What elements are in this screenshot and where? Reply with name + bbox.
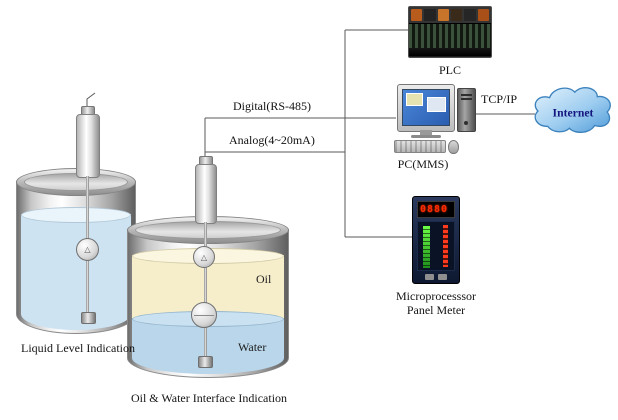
panel-meter-buttons <box>417 274 455 280</box>
digital-wire-label: Digital(RS-485) <box>233 99 311 113</box>
panel-meter-bargraph-area <box>417 221 455 271</box>
monitor-stand <box>420 130 432 135</box>
analog-wire-label: Analog(4~20mA) <box>229 133 315 147</box>
red-led-column <box>443 225 448 267</box>
interface-sensor-rod <box>204 222 207 358</box>
level-sensor-float: △ <box>76 238 99 261</box>
panel-meter-device: 0880 <box>412 196 460 284</box>
pc-mouse <box>448 140 459 154</box>
panel-meter-reading: 0880 <box>420 204 449 215</box>
liquid-layer <box>21 207 131 330</box>
cloud-shape <box>534 87 611 133</box>
internet-cloud: Internet <box>534 87 611 133</box>
tcpip-label: TCP/IP <box>481 92 518 106</box>
plc-base <box>409 48 491 56</box>
level-sensor-anchor <box>81 312 96 324</box>
right-tank-caption: Oil & Water Interface Indication <box>130 391 288 405</box>
plc-caption: PLC <box>438 63 461 77</box>
pc-tower <box>457 88 476 132</box>
pc-keyboard <box>394 140 446 153</box>
plc-terminal-strip <box>409 23 491 48</box>
internet-label: Internet <box>553 107 594 120</box>
tank-rim <box>127 216 289 244</box>
oil-float: △ <box>193 246 215 268</box>
pc-monitor <box>397 84 455 132</box>
interface-sensor-anchor <box>198 356 213 368</box>
oil-label: Oil <box>256 272 272 286</box>
panel-meter-caption: Microprocesssor Panel Meter <box>396 289 476 317</box>
plc-device <box>408 6 492 58</box>
level-sensor-transmitter <box>76 114 100 178</box>
panel-meter-display: 0880 <box>417 201 455 218</box>
pc-caption: PC(MMS) <box>397 157 449 171</box>
monitor-base <box>411 135 441 138</box>
plc-io-modules <box>409 7 491 23</box>
tank-liquid-level <box>16 168 136 334</box>
pc-screen <box>402 89 450 126</box>
screen-window-icon <box>406 93 423 106</box>
water-label: Water <box>238 340 267 354</box>
green-bargraph <box>423 226 430 268</box>
interface-sensor-transmitter <box>195 164 217 224</box>
screen-window-icon <box>427 97 446 112</box>
left-tank-caption: Liquid Level Indication <box>21 341 135 355</box>
interface-float <box>191 302 217 328</box>
